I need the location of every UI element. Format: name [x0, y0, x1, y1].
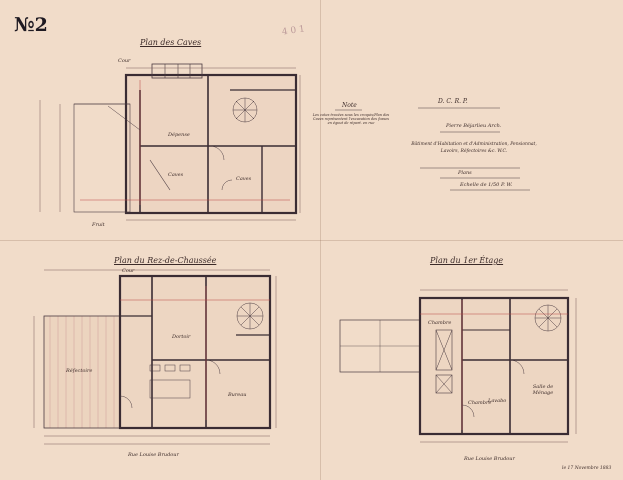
- title-plan-rdc: Plan du Rez-de-Chaussée: [114, 256, 217, 265]
- room-caves-mid: Caves: [168, 172, 184, 178]
- room-lavabo: Lavabo: [488, 398, 507, 404]
- room-refectoire: Réfectoire: [66, 368, 93, 374]
- note-title: Note: [342, 102, 357, 109]
- street-rdc: Rue Louise Brudour: [128, 452, 179, 458]
- cartouche-line1: D. C. R. P.: [438, 98, 468, 105]
- label-fruit: Fruit: [92, 222, 105, 228]
- cartouche-line2: Pierre Béjarlieu Arch.: [446, 123, 502, 129]
- room-chambre-center: Chambre: [468, 400, 492, 406]
- room-chambre-left: Chambre: [428, 320, 452, 326]
- fold-line-vertical: [320, 0, 321, 480]
- room-depense: Dépense: [168, 132, 190, 138]
- note-text: Les cotes tracées sous les croquis/Plan …: [312, 113, 390, 125]
- drawing-date: le 17 Novembre 1883: [562, 466, 612, 471]
- room-bureau: Bureau: [228, 392, 247, 398]
- street-etage: Rue Louise Brudour: [464, 456, 515, 462]
- cartouche-lines: [335, 107, 530, 191]
- plan-etage: [339, 289, 577, 443]
- title-plan-caves: Plan des Caves: [140, 38, 202, 47]
- label-cour-caves: Cour: [118, 58, 131, 64]
- label-cour-rdc: Cour: [122, 268, 135, 274]
- plan-rdc: [33, 269, 277, 445]
- room-dortoir: Dortoir: [172, 334, 191, 340]
- room-caves-right: Caves: [236, 176, 252, 182]
- room-salle-menage: Salle de Ménage: [532, 384, 554, 396]
- sheet-number: №2: [14, 14, 48, 36]
- cartouche-line3: Bâtiment d'Habitation et d'Administratio…: [411, 142, 537, 154]
- title-plan-etage: Plan du 1er Étage: [430, 256, 504, 265]
- fold-line-horizontal: [0, 240, 623, 241]
- cartouche-line5: Echelle de 1/50 P. W.: [460, 182, 513, 188]
- cartouche-line4: Plans: [458, 170, 472, 176]
- plan-caves: [39, 63, 301, 221]
